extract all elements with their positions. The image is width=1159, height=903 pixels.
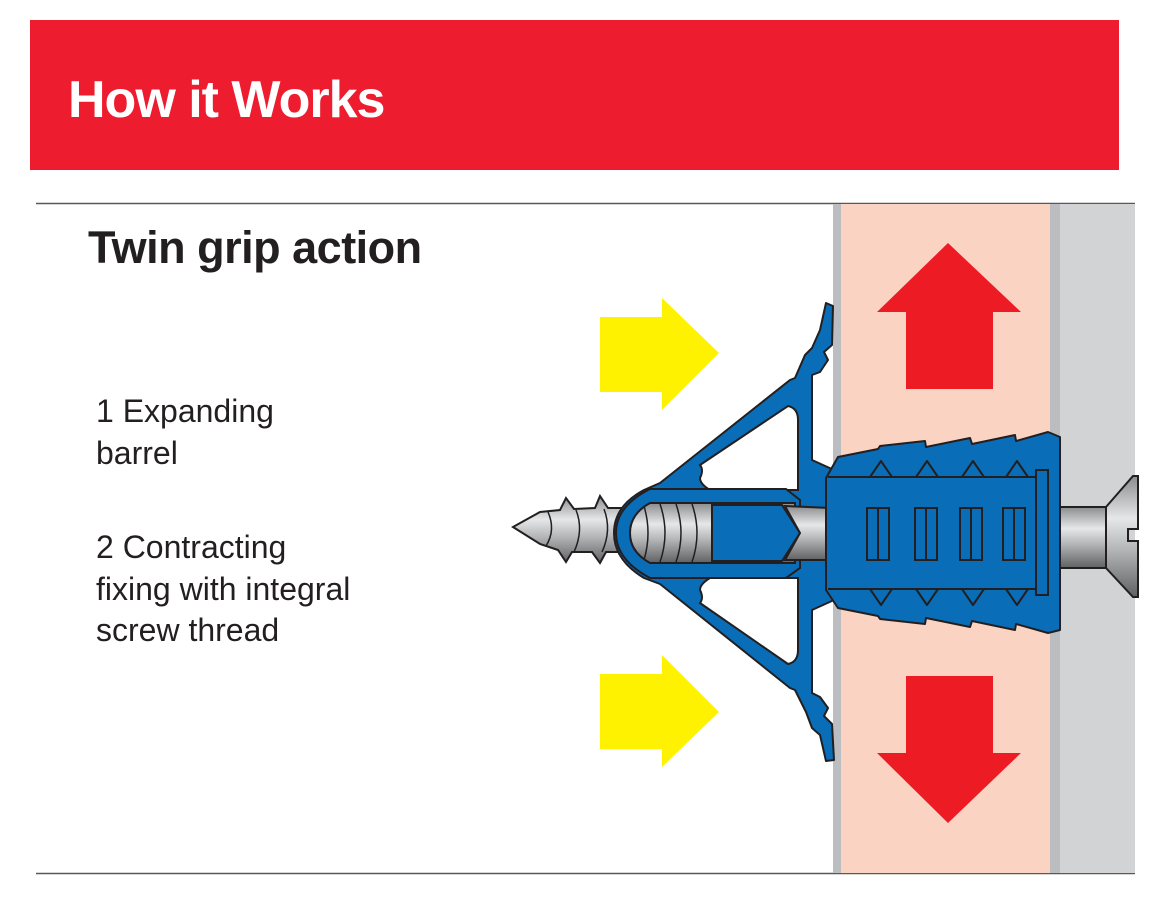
red-arrow-down-icon xyxy=(877,676,1021,823)
barrel-flange xyxy=(1035,469,1049,596)
item-number: 2 xyxy=(96,529,114,565)
item-number: 1 xyxy=(96,393,114,429)
wing-cutout-top xyxy=(698,404,799,491)
screw-thread-inside xyxy=(643,503,698,563)
page-title: How it Works xyxy=(68,71,385,129)
yellow-arrow-bottom-icon xyxy=(600,655,719,767)
header-banner: How it Works xyxy=(30,20,1119,170)
section-title: Twin grip action xyxy=(88,222,422,273)
grip-teeth xyxy=(869,460,1029,606)
item-text: Expanding barrel xyxy=(96,393,274,471)
yellow-arrow-top-icon xyxy=(600,298,719,410)
threaded-insert xyxy=(711,504,802,562)
expanding-barrel xyxy=(825,431,1061,634)
item-text: Contracting fixing with integral screw t… xyxy=(96,529,351,648)
red-arrow-up-icon xyxy=(877,243,1021,389)
item-contracting-fixing: 2 Contracting fixing with integral screw… xyxy=(96,527,356,652)
screw-tip xyxy=(511,493,626,565)
barrel-slots xyxy=(866,507,1026,561)
wing-cutout-bottom xyxy=(698,577,799,666)
item-expanding-barrel: 1 Expanding barrel xyxy=(96,391,356,474)
